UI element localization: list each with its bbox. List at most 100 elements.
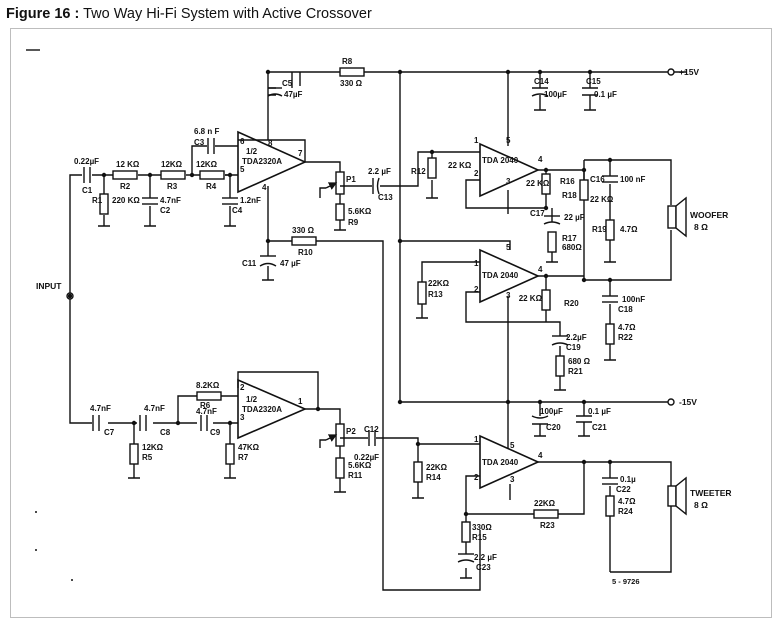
potentiometer-p1: P1 (319, 171, 356, 231)
svg-text:4.7Ω: 4.7Ω (620, 225, 638, 234)
neg-supply-label: -15V (679, 397, 697, 407)
svg-text:5: 5 (506, 243, 511, 252)
capacitor-c7: 4.7nF C7 (90, 404, 115, 437)
resistor-r6: 8.2KΩ R6 (128, 381, 238, 479)
svg-text:3: 3 (506, 291, 511, 300)
resistor-r22: 4.7Ω R22 (605, 323, 636, 345)
svg-text:47KΩ: 47KΩ (238, 443, 260, 452)
capacitor-c23: 2.2 µF C23 (457, 553, 497, 572)
u5-wiring (412, 459, 672, 579)
capacitor-c4: 1.2nF C4 (222, 196, 261, 215)
svg-text:R7: R7 (238, 453, 249, 462)
svg-text:C12: C12 (364, 425, 379, 434)
svg-text:680Ω: 680Ω (562, 243, 582, 252)
svg-text:TWEETER: TWEETER (690, 488, 732, 498)
resistor-r15: 330Ω R15 (461, 521, 492, 543)
capacitor-c13: 2.2 µF C13 (340, 151, 480, 202)
svg-text:220 KΩ: 220 KΩ (112, 196, 140, 205)
resistor-r4: 12KΩ R4 (196, 160, 225, 191)
svg-text:3: 3 (506, 177, 511, 186)
svg-text:C2: C2 (160, 206, 171, 215)
tweeter-speaker: TWEETER 8 Ω (667, 476, 732, 516)
capacitor-c20: 100µF C20 (540, 407, 563, 432)
svg-text:12KΩ: 12KΩ (161, 160, 183, 169)
potentiometer-p2: P2 (319, 423, 356, 493)
capacitor-c18: 100nF C18 (602, 295, 645, 314)
svg-text:5: 5 (506, 136, 511, 145)
svg-text:R24: R24 (618, 507, 633, 516)
resistor-r7: 47KΩ R7 (224, 423, 260, 479)
svg-text:4.7Ω: 4.7Ω (618, 323, 636, 332)
figure-number: Figure 16 : (6, 6, 80, 22)
svg-text:330 Ω: 330 Ω (292, 226, 315, 235)
resistor-r18: R18 22 KΩ (562, 179, 614, 204)
capacitor-c15: C15 0.1 µF (582, 72, 617, 111)
svg-text:22 µF: 22 µF (564, 213, 585, 222)
svg-text:0.1 µF: 0.1 µF (588, 407, 611, 416)
svg-text:C9: C9 (210, 428, 221, 437)
svg-text:4.7Ω: 4.7Ω (618, 497, 636, 506)
svg-text:R20: R20 (564, 299, 579, 308)
svg-text:5.6KΩ: 5.6KΩ (348, 207, 372, 216)
u4-wiring (416, 261, 616, 402)
svg-text:22 KΩ: 22 KΩ (519, 294, 543, 303)
svg-text:1: 1 (474, 435, 479, 444)
resistor-r11: 5.6KΩ R11 (335, 457, 372, 480)
svg-text:P2: P2 (346, 427, 356, 436)
svg-text:P1: P1 (346, 175, 356, 184)
svg-text:R16: R16 (560, 177, 575, 186)
svg-text:1: 1 (474, 136, 479, 145)
svg-text:680 Ω: 680 Ω (568, 357, 591, 366)
svg-text:R2: R2 (120, 182, 131, 191)
opamp-u1: 1/2 TDA2320A 6 5 8 7 4 (237, 130, 307, 194)
svg-text:R6: R6 (200, 401, 211, 410)
svg-text:5: 5 (510, 441, 515, 450)
svg-text:1: 1 (298, 397, 303, 406)
svg-text:C19: C19 (566, 343, 581, 352)
svg-text:5: 5 (240, 165, 245, 174)
svg-text:1/2: 1/2 (246, 147, 258, 156)
svg-text:8 Ω: 8 Ω (694, 500, 708, 510)
svg-text:TDA 2040: TDA 2040 (482, 156, 519, 165)
input-terminal: INPUT (36, 281, 74, 300)
resistor-r10: 330 Ω R10 (291, 226, 317, 257)
svg-text:1.2nF: 1.2nF (240, 196, 261, 205)
capacitor-c2: 4.7nF C2 (142, 196, 181, 215)
svg-text:1: 1 (474, 259, 479, 268)
resistor-r19: R19 4.7Ω (592, 219, 638, 241)
svg-text:C5: C5 (282, 79, 293, 88)
svg-text:R4: R4 (206, 182, 217, 191)
svg-text:C8: C8 (160, 428, 171, 437)
capacitor-c19: 2.2µF C19 (551, 333, 587, 352)
svg-text:22KΩ: 22KΩ (428, 279, 450, 288)
svg-text:3: 3 (240, 413, 245, 422)
svg-text:C11: C11 (242, 259, 257, 268)
resistor-r24: 4.7Ω R24 (605, 495, 636, 517)
svg-text:4: 4 (538, 451, 543, 460)
svg-text:22 KΩ: 22 KΩ (526, 179, 550, 188)
resistor-r5: 12KΩ R5 (129, 443, 164, 465)
resistor-r1: R1 220 KΩ (92, 193, 140, 215)
drawing-code: 5 - 9726 (612, 577, 640, 586)
svg-text:12KΩ: 12KΩ (142, 443, 164, 452)
svg-text:C7: C7 (104, 428, 115, 437)
resistor-r14: 22KΩ R14 (413, 461, 448, 483)
svg-text:R22: R22 (618, 333, 633, 342)
svg-text:R3: R3 (167, 182, 178, 191)
svg-text:100nF: 100nF (622, 295, 645, 304)
supply-rails: +15V -15V (397, 67, 699, 458)
svg-text:C20: C20 (546, 423, 561, 432)
svg-text:4: 4 (262, 183, 267, 192)
capacitor-c17: C17 22 µF (530, 209, 585, 225)
capacitor-c3: 6.8 n F C3 (191, 127, 238, 175)
svg-text:2.2µF: 2.2µF (566, 333, 587, 342)
svg-text:100 nF: 100 nF (620, 175, 645, 184)
svg-text:TDA 2040: TDA 2040 (482, 271, 519, 280)
capacitor-c12: C12 0.22µF (340, 425, 480, 462)
svg-text:0.22µF: 0.22µF (354, 453, 379, 462)
svg-text:R18: R18 (562, 191, 577, 200)
svg-text:22 KΩ: 22 KΩ (590, 195, 614, 204)
svg-text:4: 4 (538, 155, 543, 164)
svg-text:330 Ω: 330 Ω (340, 79, 363, 88)
